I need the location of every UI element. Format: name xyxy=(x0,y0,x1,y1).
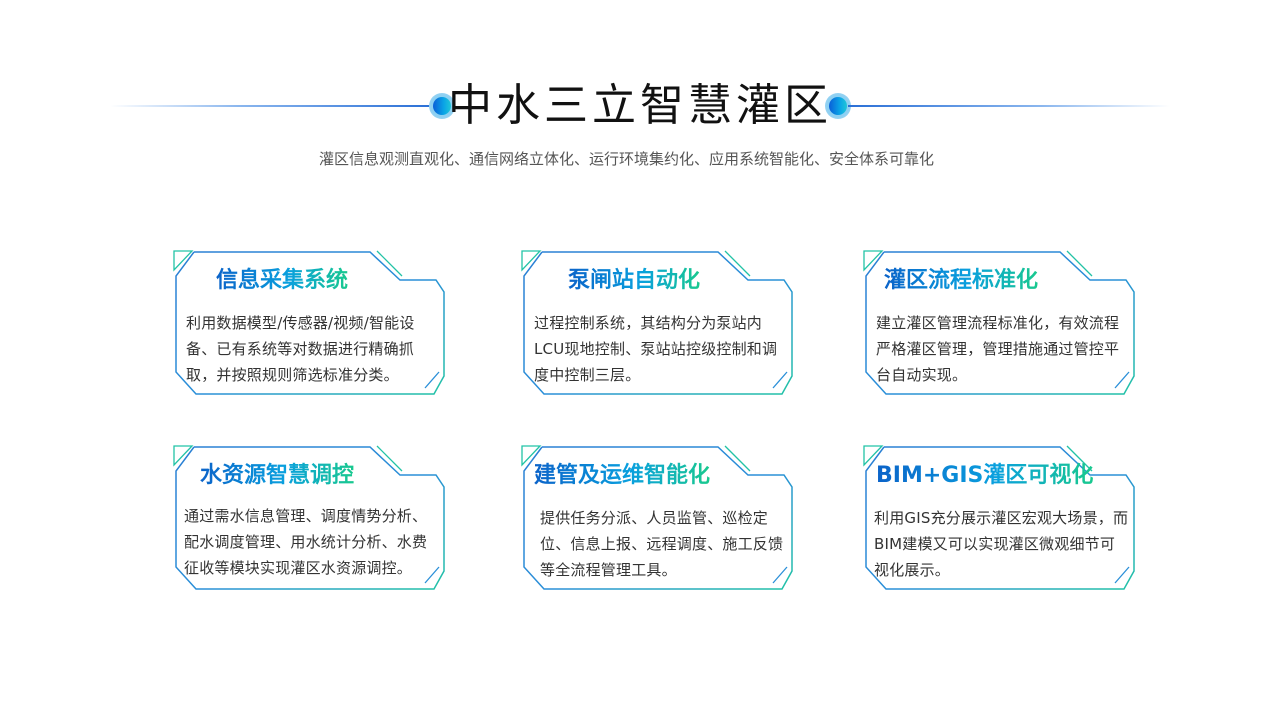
card-description: 通过需水信息管理、调度情势分析、配水调度管理、用水统计分析、水费征收等模块实现灌… xyxy=(184,507,428,577)
card-title: 灌区流程标准化 xyxy=(884,266,1038,296)
card-frame-icon xyxy=(521,445,793,590)
page-title: 中水三立智慧灌区 xyxy=(448,80,832,131)
header: 中水三立智慧灌区 灌区信息观测直观化、通信网络立体化、运行环境集约化、应用系统智… xyxy=(0,0,1280,200)
feature-card: 信息采集系统 利用数据模型/传感器/视频/智能设备、已有系统等对数据进行精确抓取… xyxy=(172,248,447,400)
card-description: 过程控制系统，其结构分为泵站内LCU现地控制、泵站站控级控制和调度中控制三层。 xyxy=(534,314,778,384)
decorative-line-left xyxy=(110,105,432,107)
card-description: 建立灌区管理流程标准化，有效流程严格灌区管理，管理措施通过管控平台自动实现。 xyxy=(876,314,1120,384)
card-title: 泵闸站自动化 xyxy=(568,266,700,296)
card-description: 利用GIS充分展示灌区宏观大场景，而BIM建模又可以实现灌区微观细节可视化展示。 xyxy=(874,509,1129,579)
page-subtitle: 灌区信息观测直观化、通信网络立体化、运行环境集约化、应用系统智能化、安全体系可靠… xyxy=(318,150,934,168)
card-frame-icon xyxy=(173,250,445,395)
bullet-dot-icon xyxy=(429,93,455,119)
card-title: 建管及运维智能化 xyxy=(534,461,710,491)
decorative-line-right xyxy=(848,105,1170,107)
feature-card: BIM+GIS灌区可视化 利用GIS充分展示灌区宏观大场景，而BIM建模又可以实… xyxy=(862,443,1137,595)
bullet-dot-icon xyxy=(825,93,851,119)
card-title: BIM+GIS灌区可视化 xyxy=(876,461,1093,491)
feature-card: 建管及运维智能化 提供任务分派、人员监管、巡检定位、信息上报、远程调度、施工反馈… xyxy=(520,443,795,595)
card-description: 利用数据模型/传感器/视频/智能设备、已有系统等对数据进行精确抓取，并按照规则筛… xyxy=(186,314,415,384)
card-title: 信息采集系统 xyxy=(216,266,348,296)
feature-card: 泵闸站自动化 过程控制系统，其结构分为泵站内LCU现地控制、泵站站控级控制和调度… xyxy=(520,248,795,400)
card-frame-icon xyxy=(173,445,445,590)
feature-card: 灌区流程标准化 建立灌区管理流程标准化，有效流程严格灌区管理，管理措施通过管控平… xyxy=(862,248,1137,400)
feature-card: 水资源智慧调控 通过需水信息管理、调度情势分析、配水调度管理、用水统计分析、水费… xyxy=(172,443,447,595)
card-title: 水资源智慧调控 xyxy=(200,461,354,491)
card-frame-icon xyxy=(863,250,1135,395)
card-frame-icon xyxy=(521,250,793,395)
card-frame-icon xyxy=(863,445,1135,590)
card-description: 提供任务分派、人员监管、巡检定位、信息上报、远程调度、施工反馈等全流程管理工具。 xyxy=(540,509,784,579)
